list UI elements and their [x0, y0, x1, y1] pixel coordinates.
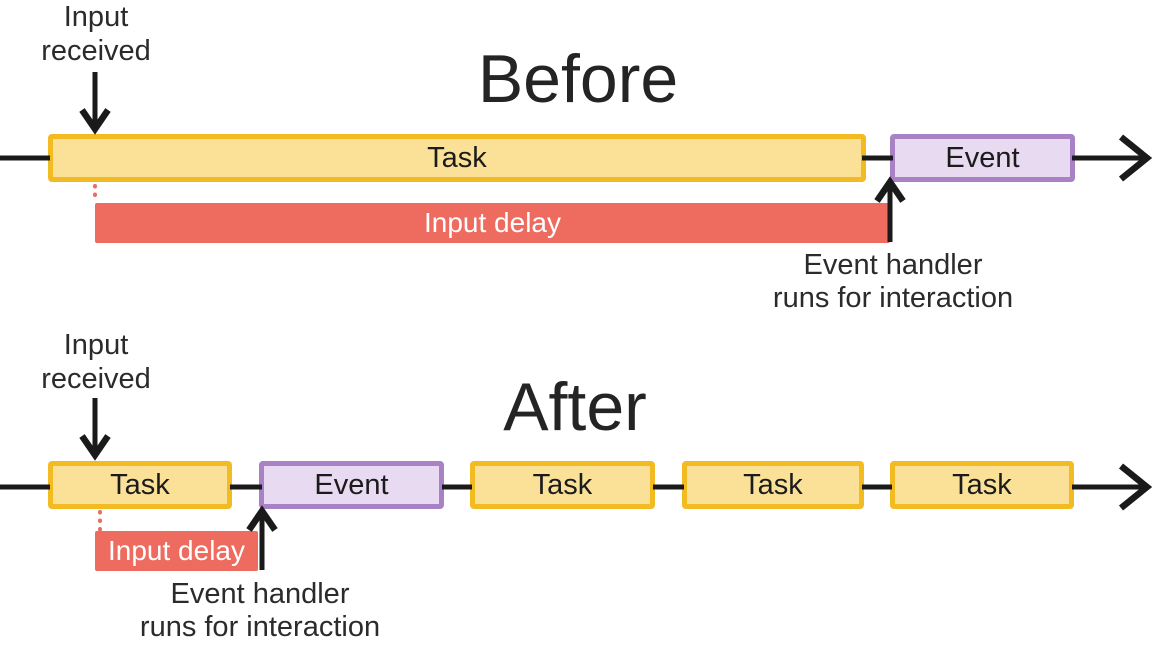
after-timeline-arrowhead-icon: [1118, 463, 1153, 511]
before-task-bar: Task: [48, 134, 866, 182]
before-event-bar: Event: [890, 134, 1075, 182]
before-handler-arrowhead-icon: [874, 176, 906, 203]
before-task-bar-label: Task: [427, 141, 487, 174]
before-title: Before: [477, 41, 679, 117]
before-input-delay-label: Input delay: [424, 207, 561, 238]
after-task-bar-1: Task: [48, 461, 232, 509]
after-task-bar-3: Task: [682, 461, 864, 509]
after-task-bar-2: Task: [470, 461, 655, 509]
after-input-received-label: Input received: [41, 329, 151, 395]
after-event-handler-label: Event handler runs for interaction: [139, 578, 381, 643]
after-event-bar-label: Event: [314, 468, 389, 501]
after-input-delay-bar: Input delay: [95, 531, 258, 571]
after-task-bar-2-label: Task: [532, 468, 593, 501]
after-input-delay-label: Input delay: [108, 535, 245, 566]
after-task-bar-1-label: Task: [110, 468, 170, 501]
after-task-bar-3-label: Task: [743, 468, 803, 501]
after-task-bar-4: Task: [890, 461, 1074, 509]
before-timeline-arrowhead-icon: [1118, 134, 1153, 182]
before-input-received-label: Input received: [41, 1, 151, 67]
after-input-arrowhead-icon: [79, 434, 111, 461]
after-event-bar: Event: [259, 461, 444, 509]
before-event-bar-label: Event: [945, 141, 1020, 174]
before-input-arrowhead-icon: [79, 108, 111, 135]
before-event-handler-label: Event handler runs for interaction: [772, 249, 1014, 314]
after-task-bar-4-label: Task: [952, 468, 1012, 501]
before-input-delay-bar: Input delay: [95, 203, 890, 243]
after-handler-arrowhead-icon: [246, 505, 278, 532]
after-title: After: [503, 369, 647, 445]
